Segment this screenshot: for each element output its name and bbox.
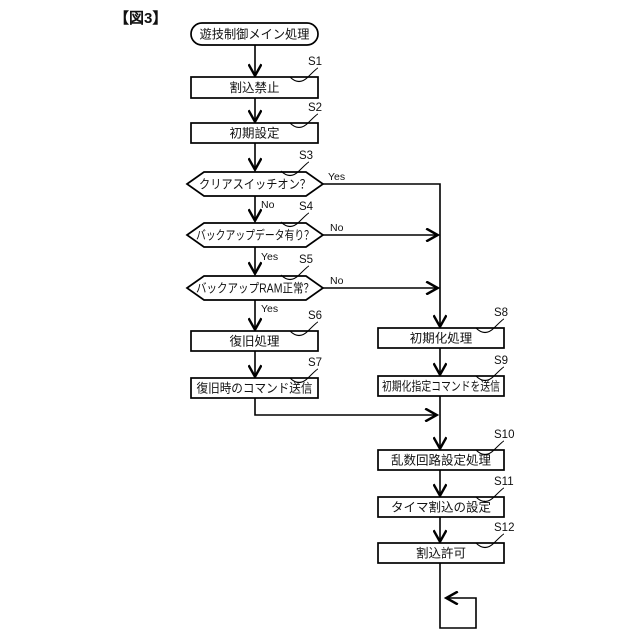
s3-leader-squiggle: [280, 161, 310, 177]
connectors: [254, 45, 477, 629]
node-s12: 割込許可 S12: [377, 522, 514, 564]
s4-leader-squiggle: [280, 212, 310, 228]
s6-label: 復旧処理: [229, 334, 280, 349]
node-s8: 初期化処理 S8: [377, 307, 508, 349]
s8-label: 初期化処理: [410, 332, 473, 346]
s9-step-id: S9: [494, 355, 508, 367]
s12-leader-squiggle: [475, 533, 505, 549]
s5-label: バックアップRAM正常？: [196, 282, 314, 296]
node-s4: バックアップデータ有り？ S4: [185, 201, 325, 248]
node-s1: 割込禁止 S1: [190, 56, 322, 99]
s2-step-id: S2: [308, 102, 322, 114]
start-node: 遊技制御メイン処理: [190, 22, 319, 46]
s6-process-box: [190, 330, 319, 352]
s5-decision-shape: [185, 275, 325, 301]
s2-leader-squiggle: [289, 113, 319, 129]
loop-back-arrow: [439, 563, 477, 629]
s4-step-id: S4: [299, 201, 314, 213]
node-s2: 初期設定 S2: [190, 102, 322, 144]
s1-leader-squiggle: [289, 67, 319, 83]
s3-yes-label: Yes: [328, 171, 345, 183]
figure-title: 【図3】: [114, 9, 167, 27]
node-s7: 復旧時のコマンド送信 S7: [190, 357, 322, 399]
s11-label: タイマ割込の設定: [391, 500, 491, 515]
s6-leader-squiggle: [289, 321, 319, 337]
s1-label: 割込禁止: [229, 80, 279, 95]
s11-leader-squiggle: [475, 487, 505, 503]
s12-label: 割込許可: [416, 546, 466, 561]
s8-step-id: S8: [494, 307, 508, 319]
s3-no-label: No: [261, 199, 275, 211]
s9-process-box: [377, 375, 505, 397]
s2-label: 初期設定: [229, 126, 279, 141]
node-s11: タイマ割込の設定 S11: [377, 476, 514, 518]
s7-step-id: S7: [308, 357, 322, 369]
branch-labels: Yes No No Yes No Yes: [261, 171, 345, 315]
s4-decision-shape: [185, 222, 325, 248]
s5-leader-squiggle: [280, 265, 310, 281]
s5-step-id: S5: [299, 254, 313, 266]
s9-leader-squiggle: [475, 366, 505, 382]
s11-step-id: S11: [494, 476, 514, 488]
s3-label: クリアスイッチオン？: [199, 178, 311, 192]
s10-leader-squiggle: [475, 440, 505, 456]
s6-step-id: S6: [308, 310, 322, 322]
s2-process-box: [190, 122, 319, 144]
arrow-s7-merge: [254, 398, 436, 415]
s10-label: 乱数回路設定処理: [391, 453, 492, 468]
node-s6: 復旧処理 S6: [190, 310, 322, 352]
s12-process-box: [377, 542, 505, 564]
s3-step-id: S3: [299, 150, 313, 162]
node-s10: 乱数回路設定処理 S10: [377, 429, 514, 471]
s4-label: バックアップデータ有り？: [196, 228, 314, 243]
s12-step-id: S12: [494, 522, 514, 534]
s10-process-box: [377, 449, 505, 471]
s4-no-label: No: [330, 222, 344, 234]
s5-yes-label: Yes: [261, 303, 278, 315]
s11-process-box: [377, 496, 505, 518]
s10-step-id: S10: [494, 429, 514, 441]
s7-process-box: [190, 377, 319, 399]
arrow-s3-yes-s8: [323, 183, 440, 326]
s9-label: 初期化指定コマンドを送信: [382, 379, 500, 394]
start-terminal-shape: [190, 22, 319, 46]
start-terminal-label: 遊技制御メイン処理: [200, 27, 310, 42]
s1-process-box: [190, 76, 319, 99]
node-s5: バックアップRAM正常？ S5: [185, 254, 325, 301]
s7-label: 復旧時のコマンド送信: [197, 381, 313, 396]
s5-no-label: No: [330, 275, 344, 287]
s8-leader-squiggle: [475, 318, 505, 334]
node-s3: クリアスイッチオン？ S3: [185, 150, 325, 197]
s8-process-box: [377, 327, 505, 349]
s4-yes-label: Yes: [261, 251, 278, 263]
s1-step-id: S1: [308, 56, 322, 68]
node-s9: 初期化指定コマンドを送信 S9: [377, 355, 508, 397]
s3-decision-shape: [185, 171, 325, 197]
s7-leader-squiggle: [289, 368, 319, 384]
